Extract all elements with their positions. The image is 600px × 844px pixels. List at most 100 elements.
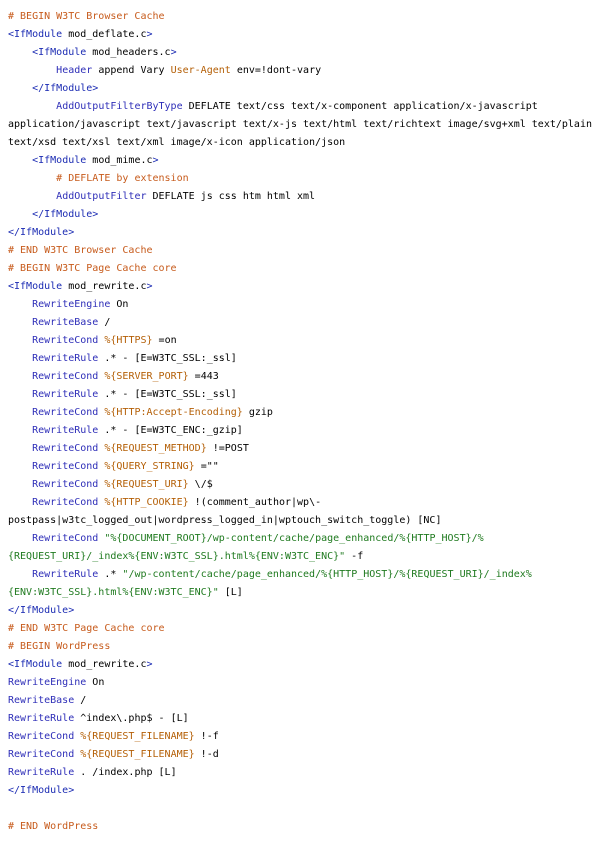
code-token-plain: mod_headers.c <box>86 47 171 58</box>
code-line: # END W3TC Browser Cache <box>8 242 596 260</box>
code-token-var: %{REQUEST_FILENAME} <box>80 731 195 742</box>
code-line: <IfModule mod_mime.c> <box>8 152 596 170</box>
code-line: RewriteEngine On <box>8 674 596 692</box>
code-token-dir: RewriteRule <box>8 713 75 724</box>
code-token-var: %{HTTP:Accept-Encoding} <box>104 407 243 418</box>
code-token-dir: RewriteRule <box>8 767 75 778</box>
code-token-plain: DEFLATE text/css text/x-component applic… <box>182 101 538 112</box>
code-line: application/javascript text/javascript t… <box>8 116 596 134</box>
code-token-dir: RewriteEngine <box>8 677 87 688</box>
code-token-plain: . /index.php [L] <box>74 767 177 778</box>
code-token-plain: .* - [E=W3TC_ENC:_gzip] <box>98 425 243 436</box>
code-line: </IfModule> <box>8 224 596 242</box>
code-token-plain <box>8 389 32 400</box>
code-token-plain: text/xsd text/xsl text/xml image/x-icon … <box>8 137 346 148</box>
code-line: RewriteRule .* - [E=W3TC_SSL:_ssl] <box>8 350 596 368</box>
code-token-dir: RewriteCond <box>32 371 99 382</box>
code-token-plain: mod_rewrite.c <box>62 281 147 292</box>
code-line: RewriteCond %{HTTPS} =on <box>8 332 596 350</box>
code-line: # BEGIN W3TC Browser Cache <box>8 8 596 26</box>
code-token-dir: Header <box>56 65 93 76</box>
code-token-plain: \/$ <box>188 479 213 490</box>
code-token-var: %{SERVER_PORT} <box>104 371 189 382</box>
code-token-comment: # DEFLATE by extension <box>56 173 189 184</box>
code-line: # BEGIN WordPress <box>8 638 596 656</box>
code-token-dir: RewriteRule <box>32 425 99 436</box>
code-token-plain: !-d <box>194 749 219 760</box>
code-token-comment: # BEGIN W3TC Page Cache core <box>8 263 177 274</box>
code-line: Header append Vary User-Agent env=!dont-… <box>8 62 596 80</box>
code-token-plain <box>8 497 32 508</box>
code-token-dir: RewriteCond <box>32 497 99 508</box>
code-line: RewriteRule . /index.php [L] <box>8 764 596 782</box>
code-token-plain <box>8 65 56 76</box>
code-token-plain: =443 <box>188 371 219 382</box>
code-line: RewriteCond %{REQUEST_FILENAME} !-d <box>8 746 596 764</box>
code-token-str: {REQUEST_URI}/_index%{ENV:W3TC_SSL}.html… <box>8 551 346 562</box>
code-token-dir: RewriteCond <box>32 335 99 346</box>
code-line: RewriteRule .* - [E=W3TC_SSL:_ssl] <box>8 386 596 404</box>
code-token-plain: gzip <box>242 407 273 418</box>
code-line: postpass|w3tc_logged_out|wordpress_logge… <box>8 512 596 530</box>
code-token-plain <box>8 191 56 202</box>
code-token-plain: append Vary <box>92 65 171 76</box>
code-token-plain <box>8 461 32 472</box>
code-token-comment: # END WordPress <box>8 821 99 832</box>
code-token-var: %{HTTP_COOKIE} <box>104 497 189 508</box>
code-token-var: User-Agent <box>170 65 231 76</box>
code-line: RewriteCond %{SERVER_PORT} =443 <box>8 368 596 386</box>
code-line: </IfModule> <box>8 602 596 620</box>
code-token-plain: DEFLATE js css htm html xml <box>146 191 316 202</box>
code-token-dir: RewriteCond <box>8 731 75 742</box>
code-token-plain <box>8 353 32 364</box>
code-line <box>8 800 596 818</box>
code-token-plain <box>8 209 32 220</box>
code-token-plain: mod_mime.c <box>86 155 153 166</box>
code-token-str: "%{DOCUMENT_ROOT}/wp-content/cache/page_… <box>104 533 484 544</box>
code-token-tag: </IfModule> <box>8 605 75 616</box>
code-token-tag: > <box>146 29 153 40</box>
code-token-var: %{QUERY_STRING} <box>104 461 195 472</box>
code-token-dir: AddOutputFilter <box>56 191 147 202</box>
code-token-tag: <IfModule <box>32 155 87 166</box>
code-token-var: %{REQUEST_METHOD} <box>104 443 207 454</box>
code-line: AddOutputFilterByType DEFLATE text/css t… <box>8 98 596 116</box>
code-line: {ENV:W3TC_SSL}.html%{ENV:W3TC_ENC}" [L] <box>8 584 596 602</box>
code-token-tag: <IfModule <box>32 47 87 58</box>
code-line: </IfModule> <box>8 206 596 224</box>
htaccess-code-block: # BEGIN W3TC Browser Cache <IfModule mod_… <box>8 8 596 836</box>
code-line: RewriteCond %{REQUEST_METHOD} !=POST <box>8 440 596 458</box>
code-token-tag: > <box>146 659 153 670</box>
code-token-tag: > <box>152 155 159 166</box>
code-token-plain: On <box>86 677 105 688</box>
code-token-tag: > <box>170 47 177 58</box>
code-token-plain <box>8 407 32 418</box>
code-token-plain: !-f <box>194 731 219 742</box>
code-token-plain: ^index\.php$ - [L] <box>74 713 189 724</box>
code-line: </IfModule> <box>8 80 596 98</box>
code-token-dir: RewriteCond <box>32 479 99 490</box>
code-token-plain <box>8 317 32 328</box>
code-token-plain: !=POST <box>206 443 249 454</box>
code-token-plain <box>8 155 32 166</box>
code-token-comment: # BEGIN WordPress <box>8 641 111 652</box>
code-token-tag: </IfModule> <box>8 785 75 796</box>
code-token-plain: postpass|w3tc_logged_out|wordpress_logge… <box>8 515 442 526</box>
code-line: RewriteCond %{REQUEST_URI} \/$ <box>8 476 596 494</box>
code-line: RewriteCond %{HTTP:Accept-Encoding} gzip <box>8 404 596 422</box>
code-token-dir: RewriteCond <box>32 443 99 454</box>
code-token-plain: On <box>110 299 129 310</box>
code-token-plain: =on <box>152 335 177 346</box>
code-token-plain: / <box>98 317 111 328</box>
code-line: <IfModule mod_rewrite.c> <box>8 656 596 674</box>
code-line: # END WordPress <box>8 818 596 836</box>
code-line: RewriteRule .* - [E=W3TC_ENC:_gzip] <box>8 422 596 440</box>
code-token-dir: RewriteRule <box>32 389 99 400</box>
code-line: # DEFLATE by extension <box>8 170 596 188</box>
code-token-var: %{REQUEST_URI} <box>104 479 189 490</box>
code-line: AddOutputFilter DEFLATE js css htm html … <box>8 188 596 206</box>
code-token-plain <box>8 335 32 346</box>
code-token-comment: # END W3TC Page Cache core <box>8 623 165 634</box>
code-token-comment: # BEGIN W3TC Browser Cache <box>8 11 165 22</box>
code-token-plain <box>8 371 32 382</box>
